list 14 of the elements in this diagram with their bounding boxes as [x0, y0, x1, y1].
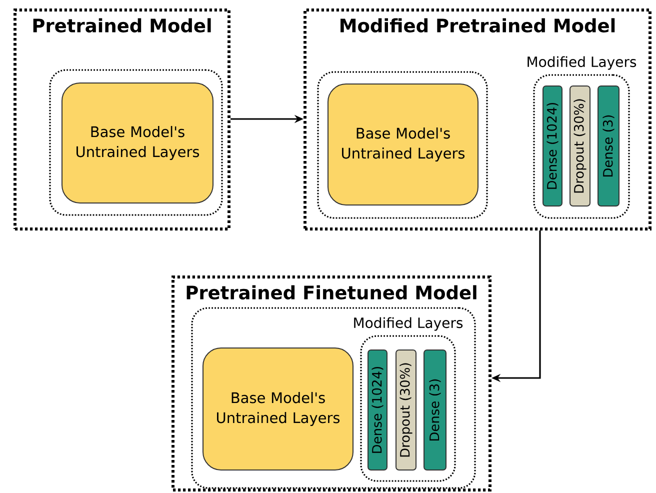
- base-layers-box: Base Model's Untrained Layers: [62, 82, 214, 204]
- node-label: Modified Layers: [354, 317, 463, 331]
- layer-bar: Dense (1024): [368, 350, 388, 470]
- layer-bar: Dense (3): [598, 86, 620, 206]
- layer-bar: Dense (3): [424, 350, 446, 470]
- layer-bar: Dropout (30%): [570, 86, 590, 206]
- dotted-group-box: [191, 307, 476, 489]
- node-label: Modified Layers: [528, 56, 636, 70]
- base-layers-box: Base Model's Untrained Layers: [328, 84, 478, 206]
- dotted-group-box: [49, 69, 223, 216]
- base-layers-box: Base Model's Untrained Layers: [202, 348, 354, 470]
- dotted-group-box: [317, 71, 488, 219]
- layer-bar: Dense (1024): [542, 86, 562, 206]
- layer-bar: Dropout (30%): [396, 350, 416, 470]
